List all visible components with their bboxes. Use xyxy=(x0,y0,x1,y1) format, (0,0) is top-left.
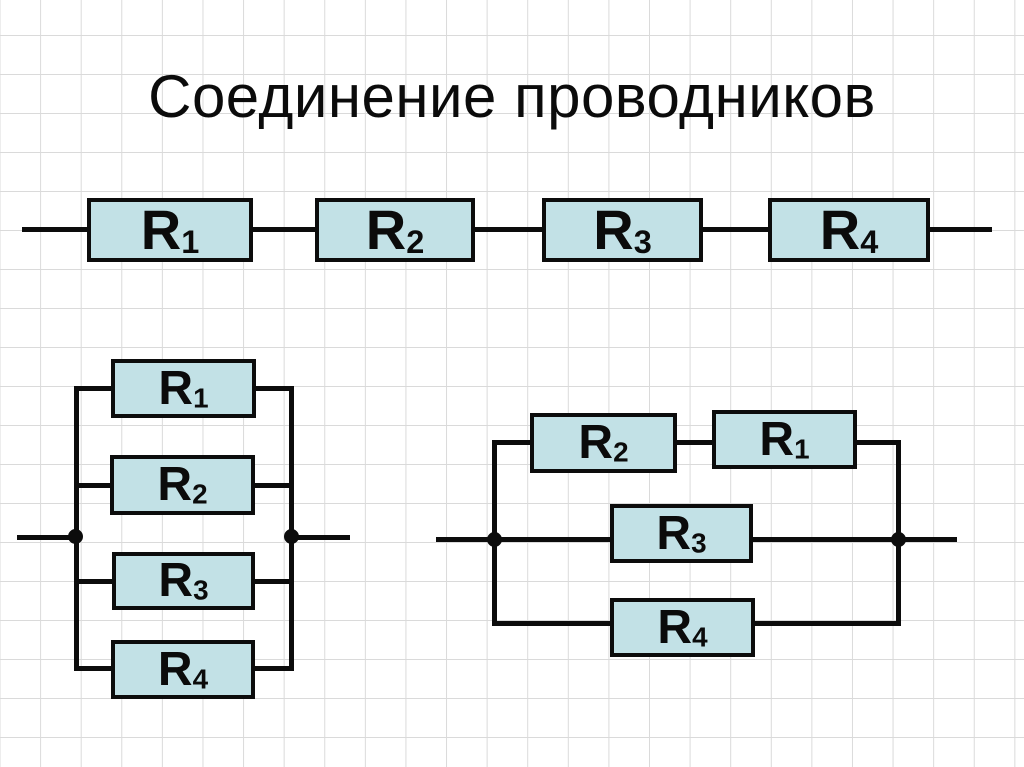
mixed-resistor-r4: R4 xyxy=(610,598,755,657)
junction-dot-right xyxy=(284,529,299,544)
mixed-resistor-r3: R3 xyxy=(610,504,753,563)
resistor-label: R2 xyxy=(157,458,208,511)
parallel-resistor-r1: R1 xyxy=(111,359,256,418)
parallel-right-bus xyxy=(289,386,294,671)
mixed-resistor-r1: R1 xyxy=(712,410,857,469)
series-resistor-r4: R4 xyxy=(768,198,930,262)
parallel-resistor-r4: R4 xyxy=(111,640,255,699)
resistor-label: R4 xyxy=(157,642,209,696)
resistor-label: R4 xyxy=(657,600,708,654)
resistor-label: R1 xyxy=(140,197,200,261)
junction-dot-left xyxy=(487,532,502,547)
series-main-wire xyxy=(22,227,992,232)
parallel-resistor-r2: R2 xyxy=(110,455,255,515)
resistor-label: R3 xyxy=(593,197,652,261)
parallel-output-wire xyxy=(290,535,350,540)
resistor-label: R1 xyxy=(759,412,810,466)
resistor-label: R3 xyxy=(656,506,707,560)
junction-dot-left xyxy=(68,529,83,544)
mixed-resistor-r2: R2 xyxy=(530,413,677,473)
resistor-label: R3 xyxy=(158,554,209,607)
junction-dot-right xyxy=(891,532,906,547)
parallel-input-wire xyxy=(17,535,77,540)
mixed-top-branch-wire xyxy=(494,440,898,445)
series-resistor-r3: R3 xyxy=(542,198,703,262)
series-resistor-r1: R1 xyxy=(87,198,253,262)
page-title: Соединение проводников xyxy=(148,63,876,130)
series-resistor-r2: R2 xyxy=(315,198,475,262)
parallel-left-bus xyxy=(74,386,79,671)
resistor-label: R1 xyxy=(158,361,209,415)
resistor-label: R4 xyxy=(819,197,879,261)
resistor-label: R2 xyxy=(365,197,425,261)
parallel-resistor-r3: R3 xyxy=(112,552,255,610)
resistor-label: R2 xyxy=(578,416,629,469)
